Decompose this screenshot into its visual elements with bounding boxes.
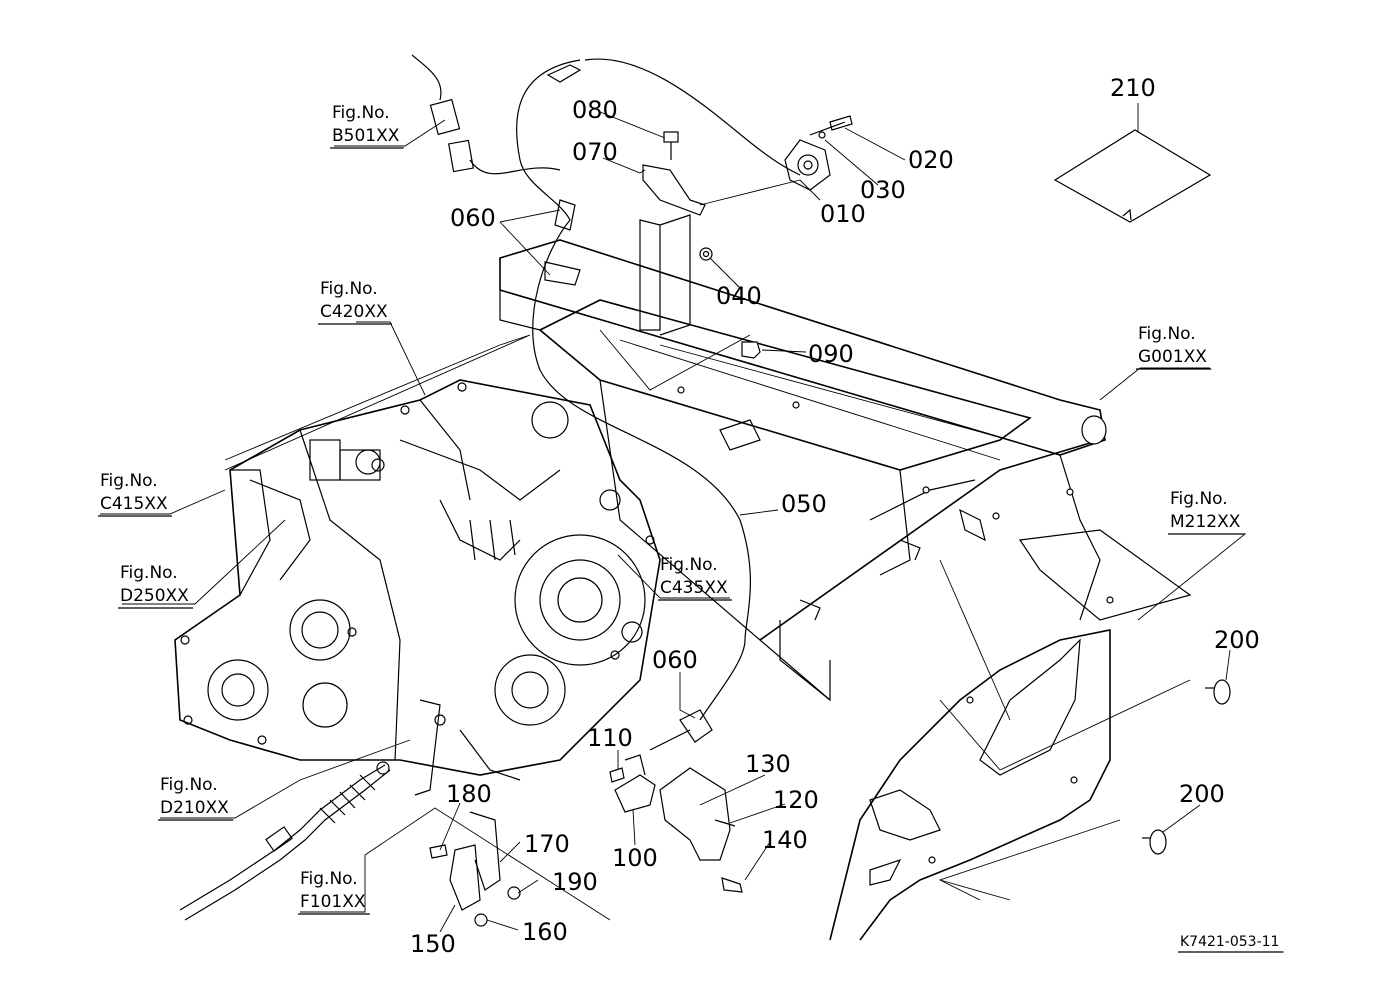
part-label-210: 210 (1110, 74, 1156, 102)
figref-g001[interactable]: Fig.No. G001XX (1136, 324, 1212, 370)
part-label-090: 090 (808, 340, 854, 368)
part-label-110: 110 (587, 724, 633, 752)
cable-050-line (516, 58, 801, 721)
part-label-160: 160 (522, 918, 568, 946)
part-label-070: 070 (572, 138, 618, 166)
part-label-150: 150 (410, 930, 456, 958)
part-label-060-lower: 060 (652, 646, 698, 674)
part-label-100: 100 (612, 844, 658, 872)
transmission-case (174, 379, 661, 796)
part-label-170: 170 (524, 830, 570, 858)
part-label-030: 030 (860, 176, 906, 204)
part-number-labels: 080 070 060 020 030 010 040 090 050 060 … (410, 74, 1260, 958)
part-label-020: 020 (908, 146, 954, 174)
figref-m212[interactable]: Fig.No. M212XX (1168, 489, 1245, 535)
part-label-080: 080 (572, 96, 618, 124)
line-art (100, 54, 1247, 941)
figref-m212-code[interactable]: M212XX (1170, 512, 1241, 532)
figref-c420-label: Fig.No. (320, 279, 378, 299)
switch-assembly (642, 115, 853, 359)
part-label-010: 010 (820, 200, 866, 228)
part-label-200-lower: 200 (1179, 780, 1225, 808)
figure-references: Fig.No. B501XX Fig.No. C420XX Fig.No. C4… (98, 103, 1245, 915)
rivets (1142, 679, 1231, 855)
part-label-130: 130 (745, 750, 791, 778)
figref-g001-label: Fig.No. (1138, 324, 1196, 344)
part-label-140: 140 (762, 826, 808, 854)
figref-b501[interactable]: Fig.No. B501XX (330, 103, 404, 149)
figref-c435[interactable]: Fig.No. C435XX (658, 555, 732, 601)
figref-f101[interactable]: Fig.No. F101XX (298, 869, 370, 915)
part-label-050: 050 (781, 490, 827, 518)
figref-c415[interactable]: Fig.No. C415XX (98, 471, 172, 517)
part-label-190: 190 (552, 868, 598, 896)
figref-d210[interactable]: Fig.No. D210XX (158, 775, 234, 821)
part-label-120: 120 (773, 786, 819, 814)
leader-lines (100, 103, 1247, 933)
figref-f101-label: Fig.No. (300, 869, 358, 889)
figref-f101-code[interactable]: F101XX (300, 892, 366, 912)
figref-d250[interactable]: Fig.No. D250XX (118, 563, 194, 609)
figref-d250-label: Fig.No. (120, 563, 178, 583)
figref-b501-code[interactable]: B501XX (332, 126, 400, 146)
lower-cable (179, 761, 391, 921)
part-label-180: 180 (446, 780, 492, 808)
figref-c435-label: Fig.No. (660, 555, 718, 575)
figref-m212-label: Fig.No. (1170, 489, 1228, 509)
lower-switch-parts (429, 709, 743, 927)
figref-b501-label: Fig.No. (332, 103, 390, 123)
figref-c415-code[interactable]: C415XX (100, 494, 168, 514)
figref-c435-code[interactable]: C435XX (660, 578, 728, 598)
part-label-040: 040 (716, 282, 762, 310)
figref-c420-code[interactable]: C420XX (320, 302, 388, 322)
drawing-code: K7421-053-11 (1180, 934, 1279, 950)
wire-harness (411, 54, 561, 175)
figref-g001-code[interactable]: G001XX (1138, 347, 1207, 367)
figref-d210-code[interactable]: D210XX (160, 798, 229, 818)
figref-d210-label: Fig.No. (160, 775, 218, 795)
fender-panel (829, 529, 1192, 941)
part-label-200-upper: 200 (1214, 626, 1260, 654)
figref-d250-code[interactable]: D250XX (120, 586, 189, 606)
label-sheet-210 (1053, 129, 1212, 223)
figref-c415-label: Fig.No. (100, 471, 158, 491)
chassis-frame (499, 214, 1107, 702)
figref-c420[interactable]: Fig.No. C420XX (318, 279, 392, 325)
part-label-060-upper: 060 (450, 204, 496, 232)
